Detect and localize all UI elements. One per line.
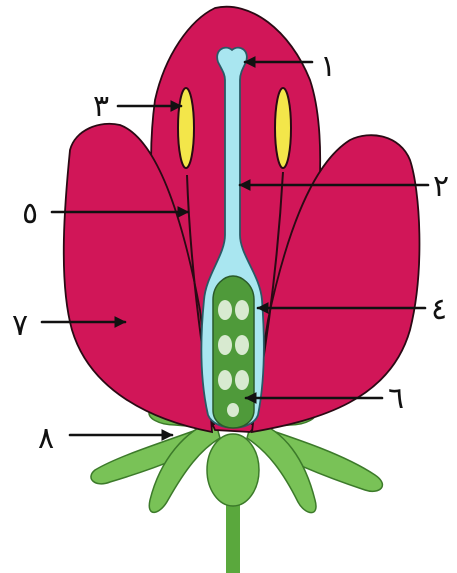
label-1: ١ bbox=[320, 49, 336, 84]
label-2: ٢ bbox=[433, 169, 449, 204]
anther-left bbox=[178, 88, 194, 168]
label-3: ٣ bbox=[93, 89, 109, 124]
anther-right bbox=[275, 88, 291, 168]
label-6: ٦ bbox=[388, 381, 404, 416]
ovule bbox=[235, 300, 249, 320]
ovule bbox=[227, 403, 239, 417]
ovule bbox=[235, 335, 249, 355]
ovule bbox=[235, 370, 249, 390]
ovule bbox=[218, 300, 232, 320]
label-8: ٨ bbox=[38, 421, 54, 456]
label-7: ٧ bbox=[12, 308, 28, 343]
ovule bbox=[218, 335, 232, 355]
ovule bbox=[218, 370, 232, 390]
label-4: ٤ bbox=[431, 292, 447, 327]
receptacle bbox=[207, 434, 259, 506]
label-5: ٥ bbox=[22, 196, 38, 231]
